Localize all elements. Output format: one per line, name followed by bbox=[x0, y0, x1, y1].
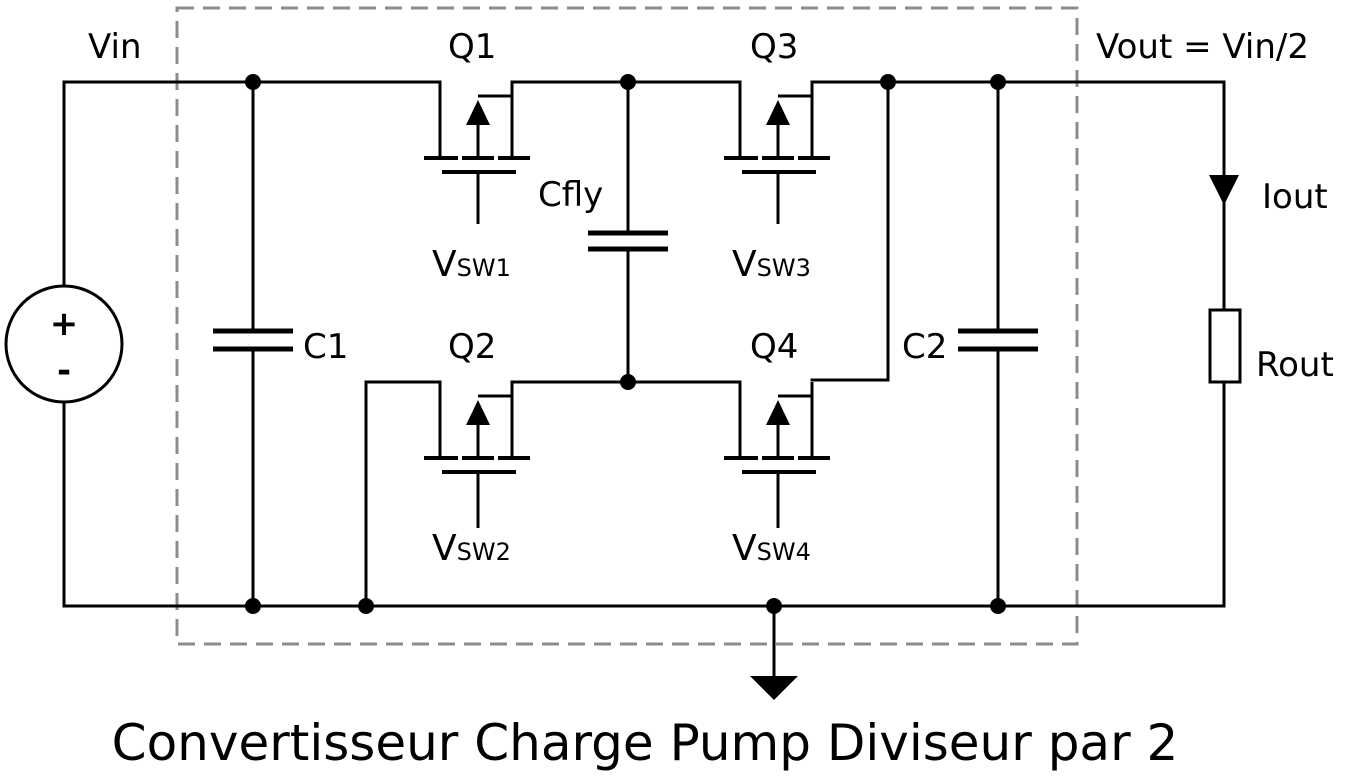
mosfet-q1 bbox=[424, 82, 530, 224]
capacitor-cfly bbox=[588, 230, 668, 252]
voltage-source: + - bbox=[4, 284, 124, 404]
diagram-title: Convertisseur Charge Pump Diviseur par 2 bbox=[112, 714, 1179, 772]
vin-label: Vin bbox=[88, 27, 142, 67]
c2-label: C2 bbox=[902, 327, 947, 367]
source-minus-label: - bbox=[57, 351, 71, 391]
c1-label: C1 bbox=[303, 327, 348, 367]
vsw4-label: VSW4 bbox=[732, 528, 811, 569]
cfly-label: Cfly bbox=[538, 175, 603, 215]
converter-boundary bbox=[175, 6, 1079, 646]
junction-dots bbox=[245, 74, 1006, 614]
mosfet-q2 bbox=[424, 382, 530, 528]
capacitor-c2 bbox=[958, 328, 1038, 352]
q2-label: Q2 bbox=[448, 327, 496, 367]
vsw2-label: VSW2 bbox=[432, 528, 511, 569]
resistor-rout bbox=[1208, 308, 1242, 384]
capacitor-c1 bbox=[213, 328, 293, 352]
vsw1-label: VSW1 bbox=[432, 244, 511, 285]
ground-symbol bbox=[750, 676, 798, 700]
vout-label: Vout = Vin/2 bbox=[1096, 27, 1309, 67]
source-plus-label: + bbox=[50, 304, 79, 344]
iout-label: Iout bbox=[1262, 177, 1328, 217]
q4-label: Q4 bbox=[750, 327, 798, 367]
wires bbox=[62, 80, 1226, 678]
q1-label: Q1 bbox=[448, 27, 496, 67]
mosfet-q4 bbox=[724, 382, 830, 528]
vsw3-label: VSW3 bbox=[732, 244, 811, 285]
q3-label: Q3 bbox=[750, 27, 798, 67]
rout-label: Rout bbox=[1256, 345, 1334, 385]
mosfet-q3 bbox=[724, 82, 830, 224]
